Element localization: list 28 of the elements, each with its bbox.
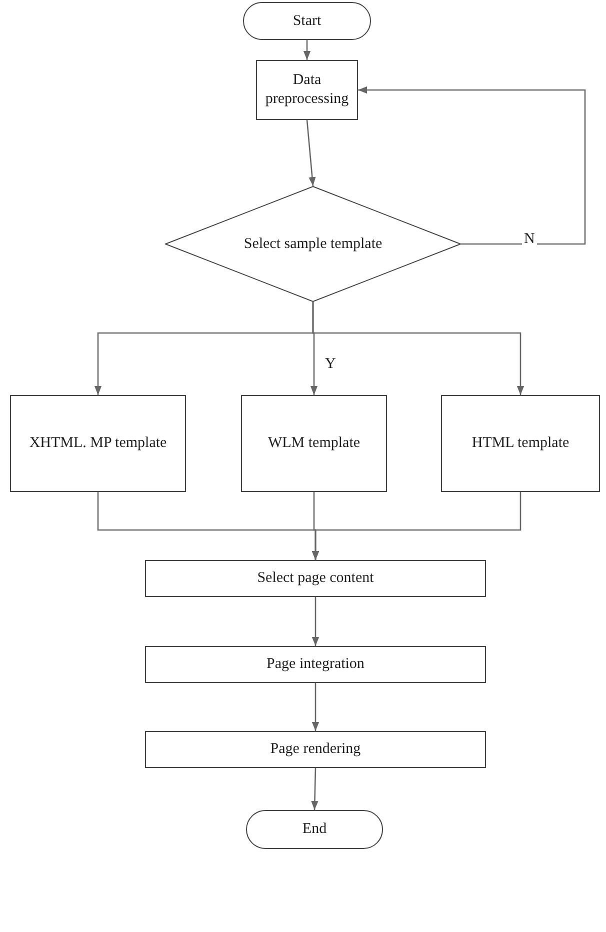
edge-label: N — [522, 232, 537, 247]
process-box — [441, 395, 600, 492]
start-terminal — [243, 2, 371, 40]
node-label: Page integration — [266, 655, 366, 674]
process-box — [241, 395, 387, 492]
arrow — [312, 597, 320, 646]
arrow — [303, 40, 311, 60]
end-terminal — [246, 810, 383, 849]
process-box — [10, 395, 186, 492]
arrow — [312, 302, 524, 395]
node-label: XHTML. MP template — [28, 434, 168, 453]
node-label: Select page content — [256, 569, 375, 588]
arrow — [312, 683, 320, 731]
arrow — [306, 120, 316, 186]
process-box — [145, 560, 486, 597]
node-label: Page rendering — [269, 740, 362, 759]
node-label: Select sample template — [242, 234, 384, 254]
node-label: Data preprocessing — [264, 71, 350, 109]
process-box — [256, 60, 358, 120]
node-label: End — [301, 820, 328, 839]
node-label: Start — [292, 12, 322, 30]
arrow — [311, 768, 318, 810]
node-label: WLM template — [266, 434, 362, 453]
node-label: HTML template — [470, 434, 570, 453]
process-box — [145, 646, 486, 683]
process-box — [145, 731, 486, 768]
arrow — [312, 492, 522, 560]
arrow — [358, 86, 586, 245]
